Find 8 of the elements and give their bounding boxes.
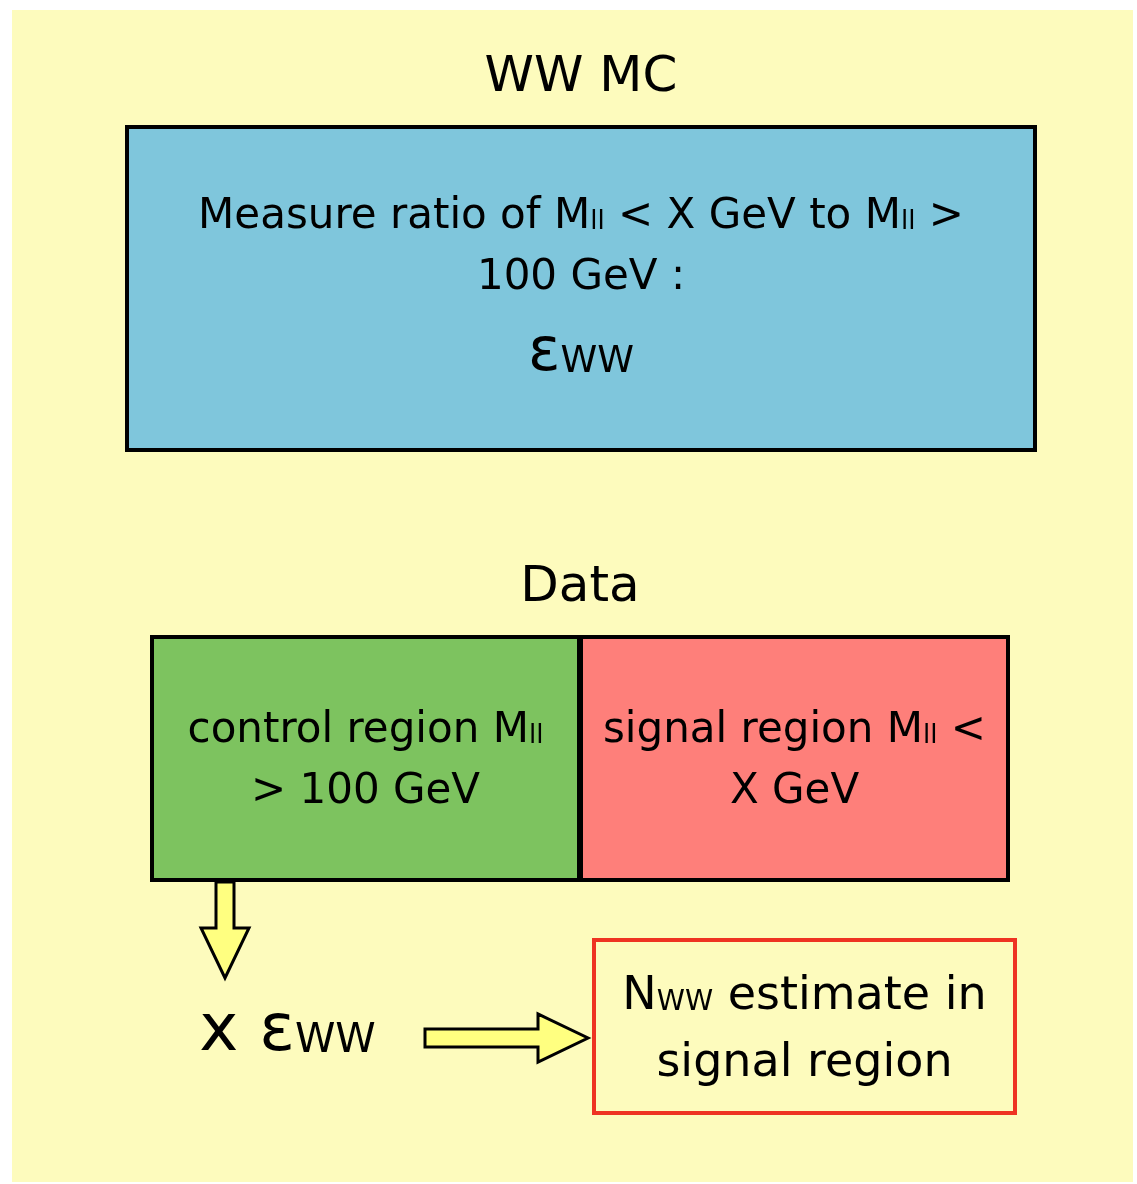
section-heading: Data xyxy=(519,555,641,613)
process-box xyxy=(592,938,1017,1115)
process-box xyxy=(579,635,1010,882)
block-arrow xyxy=(423,1011,592,1065)
process-box xyxy=(150,635,581,882)
box-heading: WW MC xyxy=(483,45,679,103)
process-box xyxy=(125,125,1037,452)
block-arrow xyxy=(198,880,252,982)
